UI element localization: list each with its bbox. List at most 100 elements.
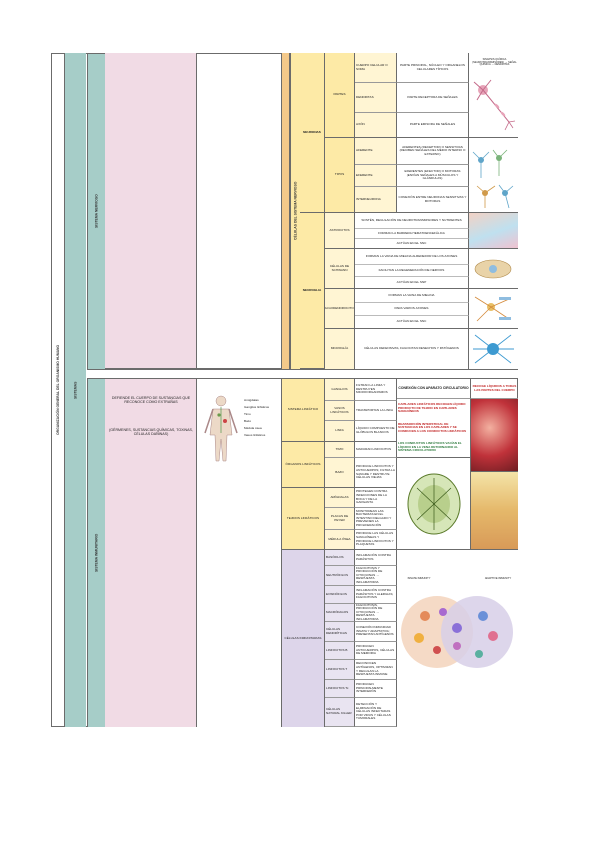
part-desc: PARTE RECEPTORA DE SEÑALES — [397, 83, 469, 113]
astrocyte-image — [469, 213, 518, 249]
bone-marrow-image — [471, 472, 518, 550]
cell-desc: INFLAMACIÓN CONTRA PARÁSITOS Y ALERGIAS;… — [355, 586, 397, 604]
schwann-row: ACTÚAN EN EL SNP — [355, 277, 469, 289]
venn-icon — [401, 596, 513, 668]
astrocytes-label: ASTROCITOS — [325, 213, 355, 249]
organ-name: TIMO — [325, 442, 355, 458]
lymph-row-desc: LÍQUIDO COMPUESTO DE GLÓBULOS BLANCOS — [355, 421, 397, 442]
part-name: CUERPO CELULAR O SOMA — [355, 53, 397, 83]
neuroglia-label: NEUROGLIA — [300, 213, 325, 369]
nervous-orange-strip — [282, 53, 290, 369]
astro-row: SOSTÉN, REGULACIÓN DE NEUROTRANSMISORES … — [355, 213, 469, 229]
neuron-types-label: TIPOS — [325, 138, 355, 213]
type-desc: AFERENTES (RECEPTOR) O SENSITIVAS (RECIB… — [397, 138, 469, 165]
tissue-desc: PROTEGEN CONTRA INFECCIONES DE LA BOCA Y… — [355, 488, 397, 508]
cell-name: CÉLULAS NATURAL KILLER — [325, 698, 355, 727]
cell-name: LINFOCITOS B — [325, 642, 355, 660]
cell-name: BASÓFILOS — [325, 550, 355, 566]
body-label: Vasos linfáticos — [244, 432, 266, 437]
lymph-row-name: LINFA — [325, 421, 355, 442]
tissue-name: MÉDULA ÓSEA — [325, 530, 355, 550]
microglia-label: MICROGLÍA — [325, 329, 355, 369]
neuron-types-diagram — [469, 138, 518, 213]
cell-desc: PRODUCEN PRINCIPALMENTE INTERFERÓN — [355, 680, 397, 698]
tissue-desc: MONITOREAN LAS BACTERIAS EN EL INTESTINO… — [355, 508, 397, 530]
lymph-row-name: VASOS LINFÁTICOS — [325, 401, 355, 421]
adaptive-label: ADAPTIVE IMMUNITY — [484, 576, 512, 580]
astro-row: ACTÚAN EN EL SNC — [355, 239, 469, 249]
cell-desc: FAGOCITOSIS, PRODUCCIÓN DE CITOQUINAS → … — [355, 604, 397, 622]
type-name: EFERENTE — [355, 165, 397, 187]
cell-name: CÉLULAS DENDRÍTICAS — [325, 622, 355, 642]
cell-desc: PRODUCEN ANTICUERPOS, CÉLULAS DE MEMORIA — [355, 642, 397, 660]
lymph-node-image — [397, 458, 471, 550]
immune-system-label: SISTEMA INMUNITARIO — [87, 379, 105, 727]
nervous-white-panel — [197, 53, 282, 369]
astro-row: FORMAN LA BARRERA HEMATOENCEFÁLICA — [355, 229, 469, 239]
cell-name: NEUTRÓFILOS — [325, 566, 355, 586]
nervous-system-label: SISTEMA NERVIOSO — [87, 53, 105, 369]
type-name: INTERNEURONA — [355, 187, 397, 213]
schwann-label: CÉLULAS DE SCHWANN — [325, 249, 355, 289]
lymph-organs-label: ÓRGANOS LINFÁTICOS — [282, 442, 325, 488]
immune-examples: (GÉRMENES, SUSTANCIAS QUÍMICAS, TOXINAS,… — [109, 427, 193, 436]
organ-name: BAZO — [325, 458, 355, 488]
neurons-label: NEURONAS — [300, 53, 325, 213]
part-name: DENDRITAS — [355, 83, 397, 113]
callout-capillaries: CAPILARES LINFÁTICOS RECOGEN LÍQUIDO PRO… — [397, 399, 471, 418]
tissue-desc: PRODUCE LAS CÉLULAS SANGUÍNEAS Y PRODUCE… — [355, 530, 397, 550]
schwann-row: FACILITAN LA REGENERACIÓN DE NERVIOS — [355, 265, 469, 277]
type-name: AFERENTE — [355, 138, 397, 165]
immune-cells-label: CÉLULAS INMUNITARIAS — [282, 550, 325, 727]
part-desc: PARTE EMISORA DE SEÑALES — [397, 113, 469, 138]
organ-desc: PRODUCE LINFOCITOS Y ANTICUERPOS; FILTRA… — [355, 458, 397, 488]
oligodendrocyte-image — [469, 289, 518, 329]
oligo-row: ACTÚAN EN EL SNC — [355, 316, 469, 329]
oligo-row: FORMAN LA VAINA DE MIELINA — [355, 289, 469, 303]
body-label: Timo — [244, 411, 251, 416]
innate-label: INNATE IMMUNITY — [407, 576, 431, 580]
document-title: ORGANIZACIÓN GENERAL DEL ORGANISMO HUMAN… — [51, 53, 64, 727]
body-silhouette-icon — [204, 395, 238, 462]
callout-reabsorption: REABSORCIÓN INTERSTICIAL DE SUSTANCIAS E… — [397, 418, 471, 438]
part-name: AXÓN — [355, 113, 397, 138]
oligodendrocytes-label: OLIGODENDROCITOS — [325, 289, 355, 329]
immune-body-panel: Amígdalas Ganglios linfáticos Timo Bazo … — [197, 379, 282, 727]
neuron-types-icon — [472, 149, 514, 209]
cell-name: LINFOCITOS Tc — [325, 680, 355, 698]
systems-header: SISTEMAS — [64, 53, 86, 727]
schwann-cell-icon — [474, 259, 512, 279]
microglia-icon — [473, 334, 514, 364]
tissue-name: AMÍGDALAS — [325, 488, 355, 508]
nervous-pink-panel — [105, 53, 197, 369]
nervous-cells-label: CÉLULAS DEL SISTEMA NERVIOSO — [290, 53, 300, 369]
body-label: Médula ósea — [244, 425, 262, 430]
neuron-icon — [473, 79, 516, 131]
neuron-diagram-caption: SINAPSIS QUÍMICA (NEUROTRANSMISORES) → S… — [472, 57, 517, 67]
microglia-image — [469, 329, 518, 369]
immune-pink-panel — [105, 379, 197, 727]
section-divider — [87, 369, 518, 379]
body-label: Ganglios linfáticos — [244, 404, 270, 409]
schwann-row: FORMAN LA VAINA DE MIELINA ALREDEDOR DE … — [355, 249, 469, 265]
lymph-row-desc: FILTRAN LA LINFA Y DESTRUYEN MICROORGANI… — [355, 379, 397, 401]
organ-desc: MADURAN LINFOCITOS — [355, 442, 397, 458]
lymph-row-desc: TRANSPORTAN LA LINFA — [355, 401, 397, 421]
type-desc: EFERENTES (EFECTOR) O MOTORAS (ENVÍAN SE… — [397, 165, 469, 187]
lymph-tissues-label: TEJIDOS LINFÁTICOS — [282, 488, 325, 550]
tissue-name: PLACAS DE PEYER — [325, 508, 355, 530]
neuron-diagram: SINAPSIS QUÍMICA (NEUROTRANSMISORES) → S… — [469, 53, 518, 138]
cell-desc: INFLAMACIÓN CONTRA PARÁSITOS — [355, 550, 397, 566]
immune-description: DEFIENDE EL CUERPO DE SUSTANCIAS QUE REC… — [111, 395, 191, 404]
neuron-parts-label: PARTES — [325, 53, 355, 138]
lymphatic-system-label: SISTEMA LINFÁTICO — [282, 379, 325, 442]
cell-desc: DETECCIÓN Y ELIMINACIÓN DE CÉLULAS INFEC… — [355, 698, 397, 727]
cell-desc: RECONOCEN ANTÍGENOS, OPTIMIZAN Y REGULAN… — [355, 660, 397, 680]
oligodendrocyte-icon — [474, 296, 511, 322]
cell-name: LINFOCITOS T — [325, 660, 355, 680]
part-desc: PARTE PRINCIPAL, NÚCLEO Y ORGANELOS CELU… — [397, 53, 469, 83]
cell-desc: FAGOCITOSIS Y PRODUCCIÓN DE CITOQUINAS →… — [355, 566, 397, 586]
schwann-image — [469, 249, 518, 289]
body-label: Bazo — [244, 418, 252, 423]
cell-name: EOSINÓFILOS — [325, 586, 355, 604]
